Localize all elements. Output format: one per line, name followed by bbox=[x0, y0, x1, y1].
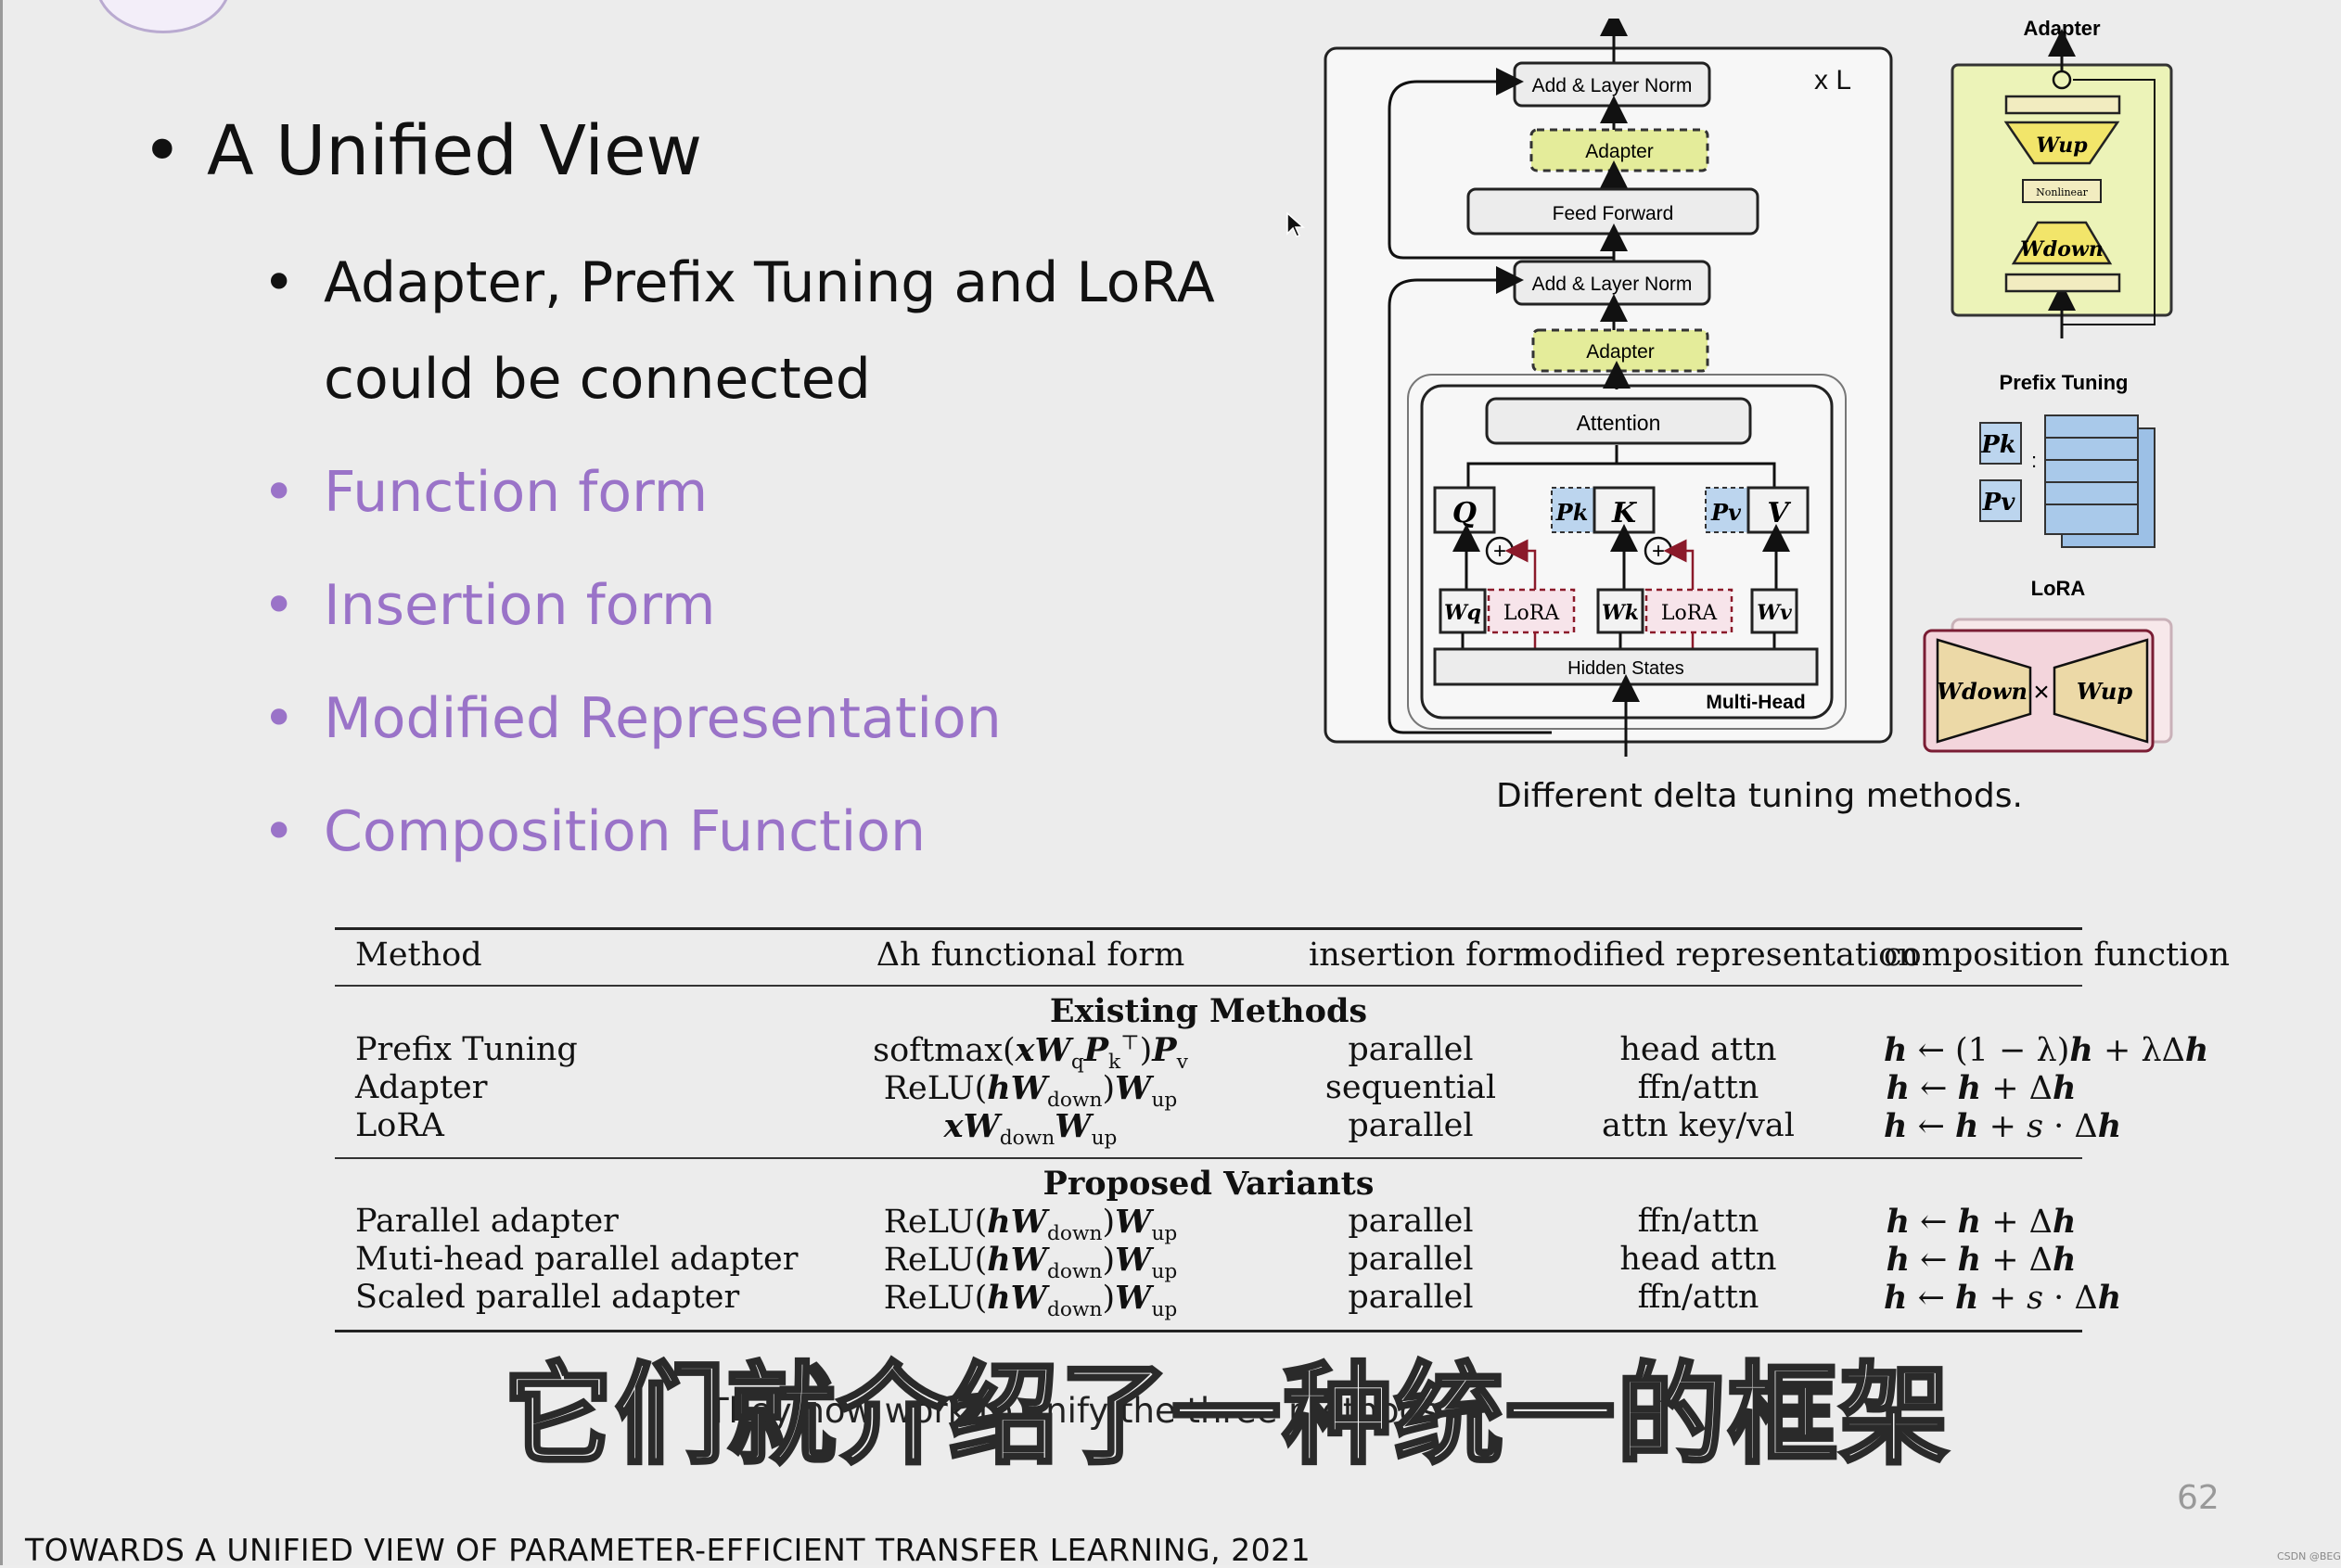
svg-text:+: + bbox=[1652, 539, 1665, 564]
page-number: 62 bbox=[2177, 1479, 2219, 1517]
svg-text:LoRA: LoRA bbox=[1661, 602, 1718, 625]
prefix-value-box bbox=[1705, 487, 1749, 533]
header-representation: modified representation bbox=[1522, 937, 1919, 974]
bullet-dot-icon: • bbox=[262, 460, 296, 525]
svg-text:Pk: Pk bbox=[1980, 431, 2016, 459]
table-row: Parallel adapter bbox=[355, 1203, 619, 1240]
svg-text:Add & Layer Norm: Add & Layer Norm bbox=[1532, 274, 1693, 295]
prefix-stack-icon bbox=[2044, 414, 2156, 548]
lora-box-key bbox=[1644, 588, 1733, 634]
lora-box-query bbox=[1487, 588, 1576, 634]
diagram-caption: Different delta tuning methods. bbox=[1496, 777, 2023, 815]
svg-text:Hidden States: Hidden States bbox=[1567, 658, 1684, 679]
svg-text:Wdown: Wdown bbox=[2020, 237, 2104, 261]
svg-text:Multi-Head: Multi-Head bbox=[1706, 692, 1805, 713]
svg-text:V: V bbox=[1767, 497, 1791, 529]
bullet-dot-icon: • bbox=[262, 573, 296, 638]
table-row: LoRA bbox=[355, 1107, 444, 1144]
lora-w-up-icon bbox=[2053, 638, 2149, 744]
table-row: Prefix Tuning bbox=[355, 1031, 578, 1068]
svg-text:Add & Layer Norm: Add & Layer Norm bbox=[1532, 75, 1693, 96]
prefix-key-box bbox=[1551, 487, 1595, 533]
svg-text:Adapter: Adapter bbox=[2023, 19, 2101, 40]
header-method: Method bbox=[355, 937, 482, 974]
svg-text:Attention: Attention bbox=[1577, 411, 1661, 435]
svg-text:Adapter: Adapter bbox=[1585, 141, 1654, 162]
table-row: Adapter bbox=[355, 1069, 488, 1106]
bullet-dot-icon: • bbox=[142, 111, 183, 191]
layer-count-label: x L bbox=[1814, 65, 1851, 96]
svg-text:×: × bbox=[2033, 677, 2050, 708]
svg-text:LoRA: LoRA bbox=[2031, 577, 2086, 600]
svg-text:Pv: Pv bbox=[1710, 499, 1742, 526]
w-up-icon bbox=[2003, 121, 2120, 165]
prefix-pv-icon bbox=[1979, 479, 2022, 522]
svg-text:Wup: Wup bbox=[2036, 134, 2088, 158]
svg-text:Wup: Wup bbox=[2077, 678, 2132, 705]
subtitle-english: They now work to unify the three methods bbox=[708, 1391, 1439, 1431]
svg-text:LoRA: LoRA bbox=[1503, 602, 1560, 625]
composition-adapter: h ← h + Δh bbox=[1886, 1069, 2077, 1107]
formula-lora: xWdownWup bbox=[943, 1107, 1118, 1150]
svg-text:Adapter: Adapter bbox=[1586, 341, 1655, 363]
svg-text:Wk: Wk bbox=[1602, 601, 1639, 625]
subtitle-chinese: 它们就介绍了一种统一的框架 bbox=[502, 1349, 1951, 1481]
header-insertion: insertion form bbox=[1309, 937, 1544, 974]
bullet-dot-icon: • bbox=[262, 799, 296, 864]
formula-adapter: ReLU(hWdown)Wup bbox=[883, 1069, 1178, 1112]
svg-text:+: + bbox=[1493, 539, 1506, 564]
svg-text:Pk: Pk bbox=[1555, 499, 1589, 526]
svg-text:Prefix Tuning: Prefix Tuning bbox=[2000, 371, 2129, 394]
svg-text:K: K bbox=[1611, 497, 1638, 529]
svg-text:Feed Forward: Feed Forward bbox=[1553, 203, 1674, 224]
delta-tuning-diagram: x L Add & Layer Norm Adapter Feed Forwar… bbox=[1320, 19, 2303, 760]
wq-box bbox=[1439, 588, 1487, 634]
header-composition: composition function bbox=[1884, 937, 2231, 974]
formula-prefix: softmax(xWqPk⊤)Pv bbox=[873, 1031, 1188, 1074]
university-logo bbox=[96, 0, 231, 33]
bullet-dot-icon: • bbox=[262, 686, 296, 751]
bullet-dot-icon: • bbox=[262, 250, 296, 315]
svg-text:Nonlinear: Nonlinear bbox=[2036, 186, 2089, 198]
table-row: Muti-head parallel adapter bbox=[355, 1241, 799, 1278]
wk-box bbox=[1596, 588, 1644, 634]
svg-text:Wq: Wq bbox=[1444, 601, 1481, 625]
watermark: CSDN @BEGE bbox=[2277, 1550, 2341, 1562]
svg-text::: : bbox=[2031, 449, 2037, 472]
mouse-cursor-icon bbox=[1286, 211, 1305, 237]
section-existing: Existing Methods bbox=[1049, 992, 1368, 1030]
footer-citation: TOWARDS A UNIFIED VIEW OF PARAMETER-EFFI… bbox=[25, 1532, 1311, 1568]
bullet-main-text: A Unified View bbox=[207, 111, 703, 191]
composition-prefix: h ← (1 − λ)h + λΔh bbox=[1884, 1031, 2209, 1069]
w-down-icon bbox=[2011, 221, 2113, 265]
composition-lora: h ← h + s · Δh bbox=[1884, 1107, 2122, 1145]
section-proposed: Proposed Variants bbox=[1043, 1165, 1375, 1203]
svg-text:Wv: Wv bbox=[1757, 601, 1792, 625]
header-form: Δh functional form bbox=[876, 937, 1185, 974]
adapter-top bbox=[1529, 128, 1709, 172]
svg-text:Q: Q bbox=[1452, 497, 1477, 529]
table-row: Scaled parallel adapter bbox=[355, 1279, 740, 1316]
attention-box bbox=[1485, 397, 1752, 445]
svg-text:Wdown: Wdown bbox=[1937, 678, 2028, 705]
lora-w-down-icon bbox=[1936, 638, 2032, 744]
prefix-pk-icon bbox=[1979, 422, 2022, 465]
svg-text:Pv: Pv bbox=[1982, 489, 2016, 516]
